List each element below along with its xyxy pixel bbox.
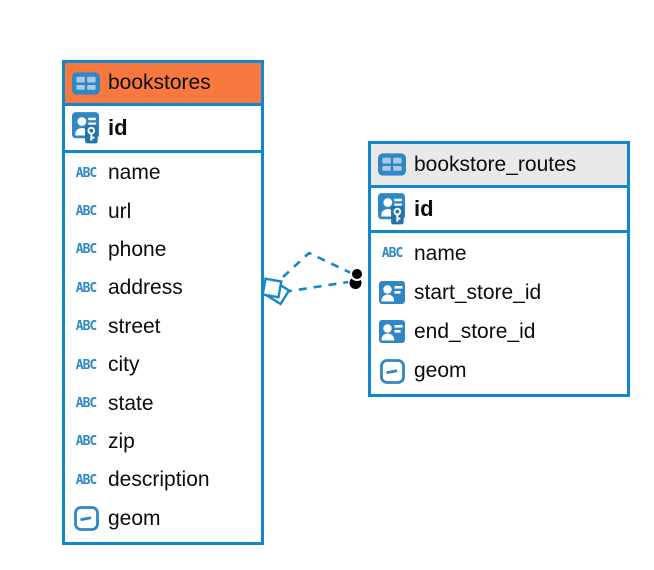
field-name: geom: [108, 506, 161, 530]
field-name: description: [108, 468, 210, 492]
geometry-icon: [72, 506, 100, 532]
foreign-key-icon: [378, 281, 406, 305]
table-icon: [378, 153, 406, 176]
text-abc-icon: ABC: [75, 204, 97, 220]
field-row[interactable]: start_store_id: [371, 273, 627, 312]
field-row[interactable]: ABC city: [65, 346, 261, 384]
field-row[interactable]: ABC url: [65, 192, 261, 230]
foreign-key-icon: [378, 320, 406, 344]
field-row[interactable]: geom: [65, 500, 261, 538]
field-row[interactable]: geom: [371, 352, 627, 391]
primary-key-row[interactable]: id: [65, 106, 261, 153]
primary-key-icon: [72, 111, 100, 145]
primary-key-icon: [378, 192, 406, 226]
text-abc-icon: ABC: [75, 357, 97, 373]
field-name: city: [108, 353, 140, 377]
relationship-line: [282, 251, 352, 278]
text-abc-icon: ABC: [381, 246, 403, 262]
relationship-target-marker: [349, 267, 364, 289]
field-name: start_store_id: [414, 280, 542, 304]
entity-table-bookstore-routes[interactable]: bookstore_routes id ABC name: [368, 141, 630, 397]
text-abc-icon: ABC: [75, 434, 97, 450]
field-name: zip: [108, 429, 135, 453]
field-name: geom: [414, 359, 467, 383]
field-name: end_store_id: [414, 319, 536, 343]
field-list: ABC name start_store_id: [371, 233, 627, 391]
table-header[interactable]: bookstore_routes: [371, 144, 627, 188]
text-abc-icon: ABC: [75, 319, 97, 335]
table-name: bookstores: [108, 71, 211, 94]
text-abc-icon: ABC: [75, 396, 97, 412]
field-name: phone: [108, 237, 167, 261]
field-name: id: [414, 196, 434, 221]
field-name: name: [414, 241, 467, 265]
geometry-icon: [378, 358, 406, 384]
table-header[interactable]: bookstores: [65, 63, 261, 106]
field-name: address: [108, 276, 183, 300]
field-row[interactable]: ABC description: [65, 461, 261, 499]
field-name: street: [108, 314, 161, 338]
field-row[interactable]: ABC address: [65, 269, 261, 307]
field-row[interactable]: ABC zip: [65, 423, 261, 461]
field-name: id: [108, 115, 128, 140]
entity-table-bookstores[interactable]: bookstores id ABC name ABC url: [62, 60, 264, 545]
field-list: ABC name ABC url ABC phone ABC address A…: [65, 153, 261, 538]
field-row[interactable]: ABC state: [65, 384, 261, 422]
text-abc-icon: ABC: [75, 242, 97, 258]
primary-key-row[interactable]: id: [371, 188, 627, 233]
relationship-lines[interactable]: [282, 251, 352, 294]
table-icon: [72, 71, 100, 95]
field-row[interactable]: ABC name: [371, 234, 627, 273]
field-name: url: [108, 199, 132, 223]
field-row[interactable]: end_store_id: [371, 312, 627, 351]
field-name: name: [108, 161, 161, 185]
table-name: bookstore_routes: [414, 152, 577, 176]
text-abc-icon: ABC: [75, 280, 97, 296]
field-name: state: [108, 391, 154, 415]
text-abc-icon: ABC: [75, 165, 97, 181]
relationship-source-marker: [261, 277, 291, 306]
relationship-line: [283, 280, 349, 294]
field-row[interactable]: ABC phone: [65, 231, 261, 269]
field-row[interactable]: ABC name: [65, 154, 261, 192]
field-row[interactable]: ABC street: [65, 308, 261, 346]
text-abc-icon: ABC: [75, 472, 97, 488]
